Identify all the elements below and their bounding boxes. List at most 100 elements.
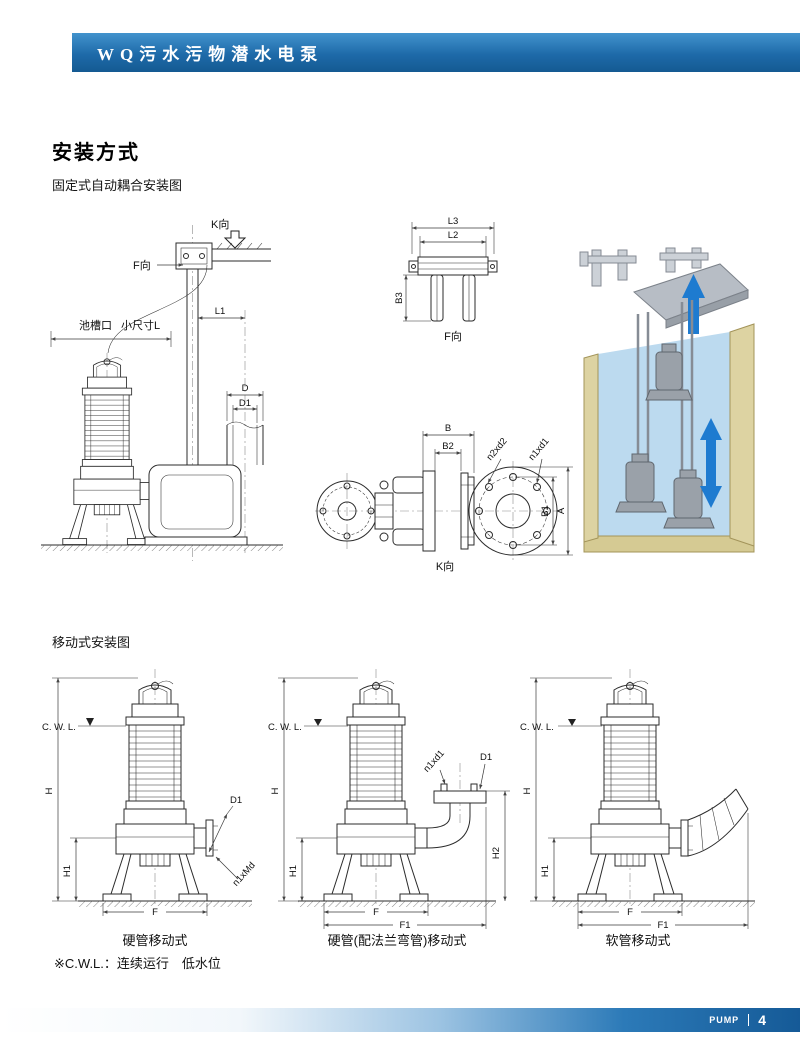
dim-l1: L1 — [198, 306, 245, 320]
dim-l2: L2 — [419, 230, 487, 257]
dimension-label-l1: L1 — [215, 306, 226, 317]
dim-l3: L3 — [411, 216, 495, 254]
dimension-label-l2: L2 — [448, 230, 459, 241]
water-level-mark: C. W. L. — [268, 719, 348, 733]
pump-drawing-flange-elbow: n1xd1 D1 C. W. L. H H1 H2 F — [268, 669, 510, 931]
hose-coupling — [680, 788, 749, 857]
dim-b2: B2 — [434, 441, 462, 471]
header-title: WQ污水污物潜水电泵 — [97, 45, 324, 64]
water-level-mark: C. W. L. — [42, 718, 126, 733]
footer-page-number: 4 — [758, 1012, 766, 1028]
dimension-label-h1: H1 — [288, 865, 299, 877]
label-n1xd1-group: n1xd1 — [421, 748, 447, 785]
dimension-label-h1: H1 — [540, 865, 551, 877]
rail-mount — [175, 242, 271, 270]
tank-opening-dim: 池槽口 小尺寸L — [50, 318, 172, 347]
dim-h: H — [522, 677, 612, 902]
pump-body — [102, 680, 208, 902]
dimension-label-h: H — [522, 787, 533, 794]
dim-h2: H2 — [486, 790, 510, 901]
dimension-label-f-view2: F向 — [444, 329, 462, 343]
pump-body — [577, 680, 683, 902]
discharge-flange — [205, 819, 218, 857]
mobile-subtitle: 移动式安装图 — [52, 635, 131, 650]
duckfoot-bend — [144, 464, 248, 546]
label-cwl: C. W. L. — [520, 722, 554, 733]
dimension-label-b1: B1 — [540, 505, 551, 517]
discharge-riser-pipe — [226, 421, 264, 465]
dim-b1: B1 — [515, 476, 557, 546]
footer-brand: PUMP — [709, 1015, 740, 1025]
dimension-label-b3: B3 — [394, 292, 405, 304]
dim-f: F — [102, 903, 208, 918]
dimension-label-d: D — [242, 383, 249, 394]
dimension-label-d1: D1 — [239, 398, 251, 409]
dim-d-d1: D D1 — [226, 383, 264, 423]
dim-h1: H1 — [62, 837, 116, 901]
dimension-label-n1xmd: n1xMd — [231, 860, 258, 889]
discharge-flange-face — [468, 461, 558, 561]
dim-f: F — [323, 903, 429, 918]
dimension-label-l3: L3 — [448, 216, 459, 227]
dimension-label-n2xd2: n2xd2 — [485, 436, 510, 463]
dimension-label-n1xd1: n1xd1 — [527, 436, 552, 463]
dimension-label-k-view2: K向 — [436, 559, 454, 573]
ground — [78, 900, 252, 907]
page-title: 安装方式 — [52, 142, 140, 164]
footer-bar: PUMP 4 — [0, 1008, 800, 1032]
dimension-label-f: F — [373, 907, 379, 918]
dimension-label-f-view: F向 — [133, 258, 151, 272]
dimension-label-d1: D1 — [230, 795, 242, 806]
k-view-arrow-icon — [223, 230, 247, 249]
dimension-label-h: H — [270, 787, 281, 794]
ground — [41, 544, 283, 551]
dimension-label-d1: D1 — [480, 752, 492, 763]
dimension-label-h: H — [44, 787, 55, 794]
dimension-label-h2: H2 — [491, 847, 502, 859]
fixed-subtitle: 固定式自动耦合安装图 — [52, 178, 183, 193]
dimension-label-f: F — [627, 907, 633, 918]
fixed-installation-drawing: K向 F向 L1 池槽口 小尺寸L — [41, 217, 283, 561]
dim-b: B — [422, 423, 475, 473]
pump-body — [62, 357, 152, 545]
dimension-label-f1: F1 — [399, 920, 410, 931]
dim-h: H — [270, 677, 358, 902]
caption-hard-pipe: 硬管移动式 — [122, 933, 188, 948]
pump-body — [323, 680, 429, 902]
bracket-view-drawing: L3 L2 B3 F向 — [394, 216, 498, 343]
flanged-elbow — [426, 783, 487, 849]
label-n2xd2-group: n2xd2 — [485, 436, 510, 484]
dimension-label-h1: H1 — [62, 865, 73, 877]
caption-hose: 软管移动式 — [605, 933, 671, 948]
dimension-label-b2: B2 — [442, 441, 454, 452]
dim-a: A — [515, 466, 573, 556]
installation-illustration — [579, 247, 755, 553]
dimension-label-a: A — [556, 507, 567, 514]
pump-drawing-hose: C. W. L. H H1 F F1 — [520, 669, 755, 931]
dimension-label-f1: F1 — [657, 920, 668, 931]
dim-f1: F1 — [323, 807, 487, 931]
pump-drawing-hard-pipe: D1 n1xMd C. W. L. H H1 F — [42, 669, 258, 918]
bracket-body — [408, 256, 498, 322]
dimension-label-n1xd1: n1xd1 — [421, 748, 446, 775]
ground — [552, 900, 755, 907]
water-level-mark: C. W. L. — [520, 719, 602, 733]
piping — [579, 247, 709, 287]
dim-h1: H1 — [540, 837, 591, 901]
label-cwl: C. W. L. — [268, 722, 302, 733]
dimension-label-k-view: K向 — [211, 217, 229, 231]
label-cwl: C. W. L. — [42, 722, 76, 733]
dim-d1: D1 — [208, 795, 242, 853]
dim-h1: H1 — [288, 837, 337, 901]
dimension-label-f: F — [152, 907, 158, 918]
dim-f1: F1 — [577, 813, 749, 931]
dim-d1: D1 — [479, 752, 492, 790]
label-n1xmd-group: n1xMd — [215, 856, 258, 889]
label-min-size-l: 小尺寸L — [121, 318, 160, 332]
up-arrow-icon — [682, 274, 705, 334]
header-bar: WQ污水污物潜水电泵 — [72, 33, 800, 72]
lifting-chain — [107, 264, 208, 354]
caption-flange-elbow: 硬管(配法兰弯管)移动式 — [327, 933, 467, 948]
dim-b3: B3 — [394, 274, 431, 322]
dim-f: F — [577, 903, 683, 918]
